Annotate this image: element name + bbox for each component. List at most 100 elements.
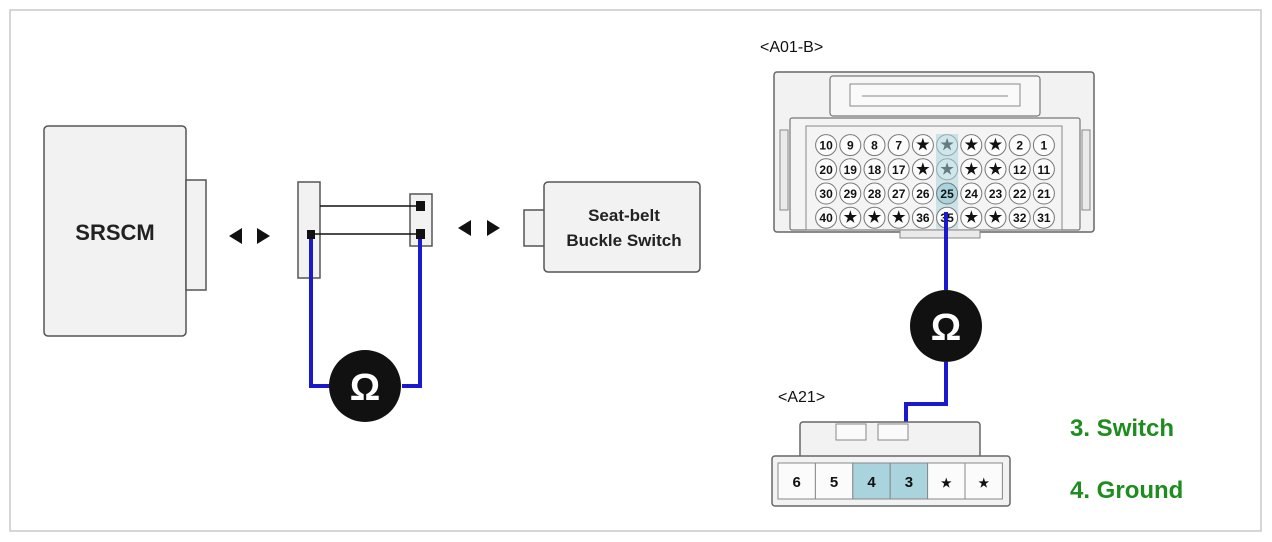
a01b-pin: ★ [863, 206, 886, 229]
a01b-pin: 22 [1008, 182, 1031, 205]
a01b-pin: 8 [863, 134, 886, 157]
svg-text:18: 18 [868, 163, 882, 177]
svg-text:★: ★ [965, 161, 979, 178]
svg-text:9: 9 [847, 139, 854, 153]
svg-text:★: ★ [965, 137, 979, 154]
ohmmeter-left: Ω [329, 350, 401, 422]
svg-text:★: ★ [965, 209, 979, 226]
svg-text:8: 8 [871, 139, 878, 153]
svg-text:19: 19 [844, 163, 858, 177]
a01b-pin: ★ [839, 206, 862, 229]
a01b-pin: 23 [984, 182, 1007, 205]
svg-text:31: 31 [1037, 211, 1051, 225]
a01b-pin: 27 [887, 182, 910, 205]
a01b-label: <A01-B> [760, 39, 823, 56]
svg-text:★: ★ [868, 209, 882, 226]
a01b-pin: 32 [1008, 206, 1031, 229]
svg-text:★: ★ [844, 209, 858, 226]
srscm-module: SRSCM [43, 125, 207, 337]
svg-text:27: 27 [892, 187, 906, 201]
svg-text:11: 11 [1038, 163, 1051, 177]
switch-label-line1: Seat-belt [588, 206, 660, 225]
svg-text:1: 1 [1041, 139, 1048, 153]
a01b-pin: ★ [911, 134, 934, 157]
a01b-connector: 10987★★★★2120191817★★★★12113029282726252… [773, 71, 1095, 239]
a01b-pin: ★ [960, 134, 983, 157]
svg-text:22: 22 [1013, 187, 1027, 201]
a01b-pin: 2 [1008, 134, 1031, 157]
a21-pin: 5 [814, 462, 854, 500]
svg-text:★: ★ [989, 161, 1003, 178]
svg-text:36: 36 [916, 211, 930, 225]
switch-label-line2: Buckle Switch [566, 231, 681, 250]
connect-arrows-2 [458, 220, 500, 236]
a01b-pin: ★ [911, 158, 934, 181]
a01b-pin: ★ [984, 206, 1007, 229]
svg-text:★: ★ [989, 209, 1003, 226]
a01b-pin: 9 [839, 134, 862, 157]
svg-text:32: 32 [1013, 211, 1027, 225]
svg-text:7: 7 [895, 139, 902, 153]
a01b-pin: ★ [960, 158, 983, 181]
svg-text:4: 4 [867, 474, 876, 491]
a01b-pin: 36 [911, 206, 934, 229]
a21-pin: ★ [964, 462, 1003, 500]
ohm-symbol-left: Ω [350, 367, 380, 409]
svg-text:24: 24 [965, 187, 979, 201]
svg-text:2: 2 [1016, 139, 1023, 153]
a01b-pin: ★ [984, 158, 1007, 181]
a01b-pin: 20 [815, 158, 838, 181]
a01b-pin: 21 [1032, 182, 1055, 205]
a01b-pin: 24 [960, 182, 983, 205]
a01b-pin: 28 [863, 182, 886, 205]
svg-text:5: 5 [830, 474, 838, 491]
ohmmeter-right: Ω [910, 290, 982, 362]
svg-text:17: 17 [892, 163, 906, 177]
svg-text:12: 12 [1013, 163, 1027, 177]
a01b-pin: ★ [960, 206, 983, 229]
svg-text:23: 23 [989, 187, 1003, 201]
a01b-pin: 31 [1032, 206, 1055, 229]
a01b-pin: ★ [887, 206, 910, 229]
legend-switch: 3. Switch [1070, 415, 1174, 442]
svg-text:29: 29 [844, 187, 858, 201]
a01b-pin: 40 [815, 206, 838, 229]
svg-text:★: ★ [916, 161, 930, 178]
svg-text:★: ★ [916, 137, 930, 154]
svg-text:21: 21 [1037, 187, 1051, 201]
a01b-pin: 25 [936, 134, 959, 229]
a01b-pin: 7 [887, 134, 910, 157]
srscm-label: SRSCM [75, 220, 154, 245]
svg-text:★: ★ [978, 476, 989, 490]
connect-arrows-1 [229, 228, 270, 244]
a01b-pin: ★ [984, 134, 1007, 157]
a01b-pin: 10 [815, 134, 838, 157]
svg-text:28: 28 [868, 187, 882, 201]
a01b-pin: 12 [1008, 158, 1031, 181]
a01b-pin: 26 [911, 182, 934, 205]
a01b-pin: 11 [1032, 158, 1055, 181]
legend-ground: 4. Ground [1070, 477, 1183, 504]
svg-text:20: 20 [819, 163, 833, 177]
a21-pin: 4 [852, 462, 891, 500]
svg-text:26: 26 [916, 187, 930, 201]
svg-text:30: 30 [819, 187, 833, 201]
svg-text:10: 10 [819, 139, 833, 153]
svg-text:40: 40 [819, 211, 833, 225]
a01b-pin: 29 [839, 182, 862, 205]
a21-pin: ★ [927, 462, 966, 500]
svg-text:★: ★ [941, 476, 952, 490]
a01b-pin-grid: 10987★★★★2120191817★★★★12113029282726252… [815, 134, 1055, 229]
a01b-pin: 30 [815, 182, 838, 205]
a21-pin: 3 [889, 462, 929, 500]
a01b-pin: 1 [1032, 134, 1055, 157]
harness-connector-right [409, 193, 433, 247]
a01b-pin: 19 [839, 158, 862, 181]
a21-label: <A21> [778, 389, 825, 406]
a21-pin: 6 [777, 462, 816, 500]
svg-text:25: 25 [940, 187, 954, 201]
a01b-pin: 17 [887, 158, 910, 181]
